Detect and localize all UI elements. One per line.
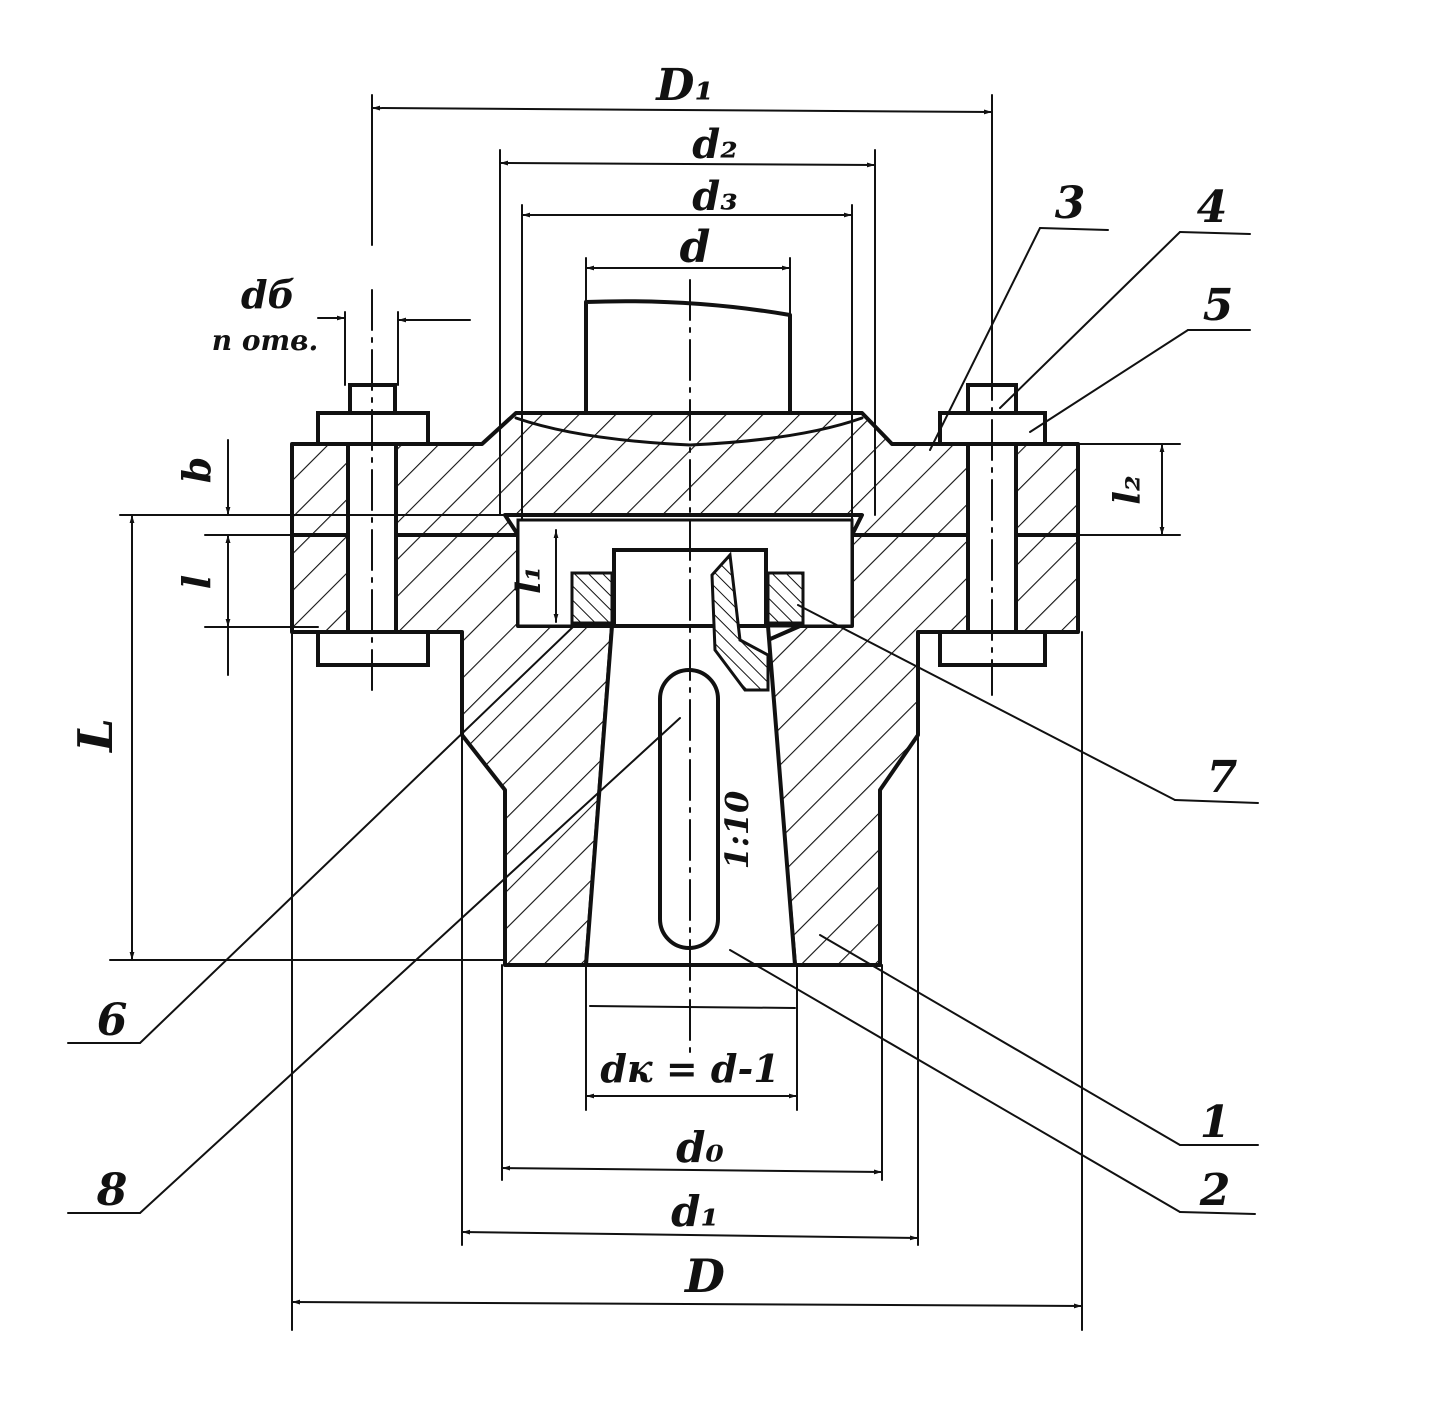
upper-shaft bbox=[584, 299, 792, 415]
part-label-1: 1 bbox=[1200, 1097, 1231, 1148]
label-dk: dк = d-1 bbox=[600, 1046, 779, 1091]
label-l: l bbox=[174, 575, 219, 589]
part-label-7: 7 bbox=[1207, 752, 1238, 803]
label-taper: 1:10 bbox=[718, 791, 756, 870]
label-d1: d₁ bbox=[671, 1187, 719, 1236]
label-D1: D₁ bbox=[654, 60, 713, 111]
part-label-5: 5 bbox=[1203, 280, 1234, 331]
label-l2: l₂ bbox=[1107, 475, 1149, 504]
part-label-8: 8 bbox=[96, 1165, 128, 1216]
washer-right bbox=[766, 571, 805, 625]
lock-plate bbox=[710, 551, 770, 692]
part-label-6: 6 bbox=[97, 995, 128, 1046]
label-l1: l₁ bbox=[509, 566, 549, 594]
label-d2: d₂ bbox=[692, 121, 738, 168]
leader-lines bbox=[67, 227, 1259, 1215]
dimension-lines bbox=[129, 105, 1165, 1309]
label-b: b bbox=[174, 457, 219, 484]
washer-left bbox=[570, 571, 614, 625]
extension-lines bbox=[109, 94, 1181, 1331]
label-D: D bbox=[683, 1249, 725, 1303]
part-label-3: 3 bbox=[1055, 178, 1086, 229]
part-label-2: 2 bbox=[1199, 1165, 1231, 1216]
label-d3: d₃ bbox=[692, 173, 738, 220]
label-db: dб bbox=[241, 272, 295, 317]
label-d0: d₀ bbox=[676, 1123, 724, 1172]
label-L: L bbox=[68, 718, 124, 754]
part-label-4: 4 bbox=[1197, 182, 1228, 233]
shaft-seat-curve bbox=[514, 416, 864, 447]
label-n-holes: n отв. bbox=[212, 324, 319, 357]
label-d: d bbox=[680, 222, 711, 273]
